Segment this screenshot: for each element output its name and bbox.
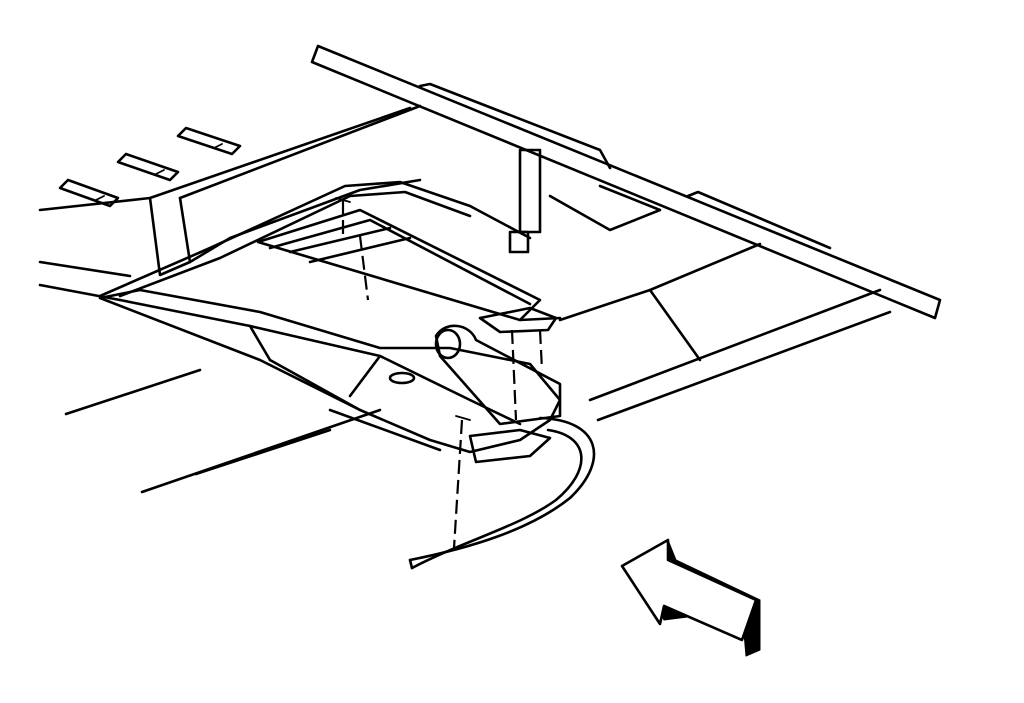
panel-slots xyxy=(58,126,242,208)
wiring-harness xyxy=(408,416,596,570)
view-direction-arrow xyxy=(620,538,761,657)
roof-panel xyxy=(38,106,892,494)
roof-rail xyxy=(310,44,942,320)
console-mounting-screw xyxy=(335,197,544,549)
overhead-console-opening xyxy=(98,180,562,322)
overhead-console xyxy=(98,288,562,464)
windshield-frame xyxy=(148,104,422,277)
